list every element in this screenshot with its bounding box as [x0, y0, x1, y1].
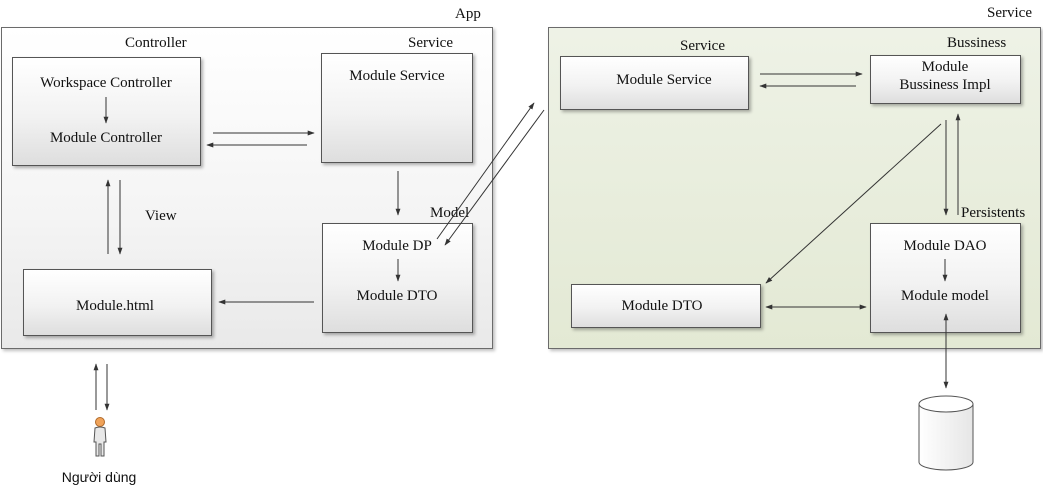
- svc-module-service-text: Module Service: [616, 72, 712, 88]
- svc-service-label: Service: [680, 38, 725, 54]
- bussiness-impl-line1: Module: [921, 59, 969, 75]
- model-label: Model: [430, 205, 470, 221]
- controller-label: Controller: [125, 35, 187, 51]
- app-module-service-text: Module Service: [349, 68, 445, 84]
- module-html-text: Module.html: [76, 298, 154, 314]
- user-caption: Người dùng: [61, 469, 137, 485]
- arrow-service-tier-to-dp: [444, 109, 545, 246]
- module-model-text: Module model: [901, 288, 989, 304]
- svc-module-dto-box: [571, 284, 761, 328]
- bussiness-label: Bussiness: [947, 35, 1007, 51]
- workspace-controller-text: Workspace Controller: [40, 75, 172, 91]
- arrow-bussiness-to-svc-dto: [765, 123, 942, 284]
- module-controller-text: Module Controller: [49, 130, 163, 146]
- view-label: View: [145, 208, 177, 224]
- app-module-service-box: [321, 53, 473, 163]
- app-region-title: App: [455, 6, 481, 22]
- bussiness-impl-box: [870, 55, 1021, 104]
- svc-module-dto-text: Module DTO: [621, 298, 703, 314]
- svc-module-service-box: [560, 56, 749, 110]
- module-dp-text: Module DP: [362, 238, 432, 254]
- service-region-title: Service: [987, 5, 1032, 21]
- app-service-label: Service: [408, 35, 453, 51]
- arrow-dp-to-service-tier: [436, 102, 535, 240]
- database-icon: [918, 395, 974, 471]
- module-dao-text: Module DAO: [903, 238, 987, 254]
- persistents-label: Persistents: [961, 205, 1026, 221]
- module-html-box: [23, 269, 212, 336]
- bussiness-impl-line2: Bussiness Impl: [899, 77, 991, 93]
- app-module-dto-text: Module DTO: [356, 288, 438, 304]
- user-icon: [93, 417, 107, 457]
